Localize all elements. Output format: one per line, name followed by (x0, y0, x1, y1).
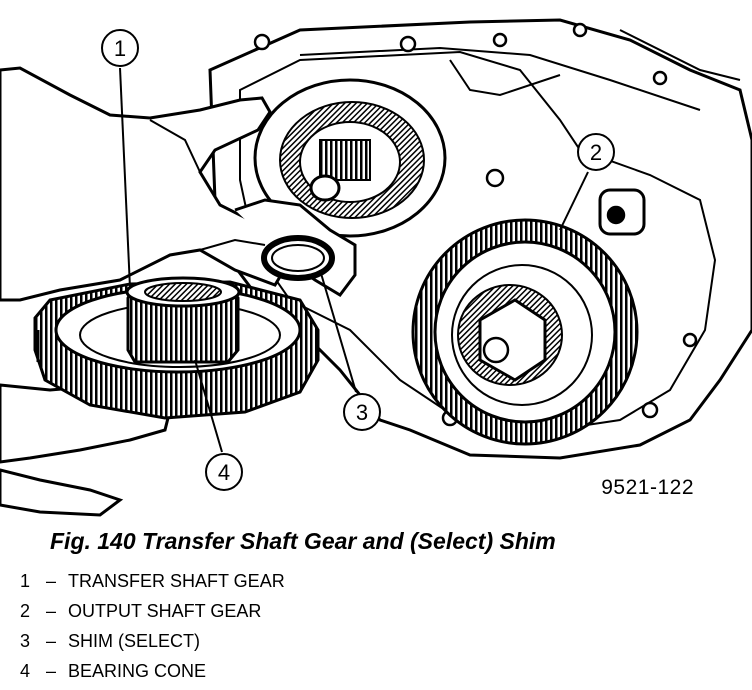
callout-1: 1 (101, 29, 139, 67)
legend-dash: – (45, 631, 56, 651)
legend-label: TRANSFER SHAFT GEAR (68, 571, 285, 591)
legend-item: 3–SHIM (SELECT) (20, 626, 285, 656)
callout-3: 3 (343, 393, 381, 431)
legend-label: SHIM (SELECT) (68, 631, 201, 651)
legend-item: 2–OUTPUT SHAFT GEAR (20, 596, 285, 626)
callout-4-label: 4 (218, 460, 230, 485)
legend: 1–TRANSFER SHAFT GEAR 2–OUTPUT SHAFT GEA… (20, 566, 285, 686)
legend-number: 1 (20, 571, 31, 591)
callout-3-label: 3 (356, 400, 368, 425)
callout-leaders (119, 67, 589, 453)
transmission-illustration: 1 2 3 4 (0, 18, 752, 517)
legend-number: 3 (20, 631, 31, 651)
legend-dash: – (45, 661, 56, 681)
legend-dash: – (45, 601, 56, 621)
legend-label: OUTPUT SHAFT GEAR (68, 601, 262, 621)
bearing-cone (125, 276, 241, 364)
callout-2-label: 2 (590, 140, 602, 165)
legend-number: 4 (20, 661, 31, 681)
legend-label: BEARING CONE (68, 661, 207, 681)
callout-1-label: 1 (114, 36, 126, 61)
transfer-shaft-bore (253, 78, 447, 238)
callout-2: 2 (577, 133, 615, 171)
case-bolts (253, 22, 698, 427)
legend-dash: – (45, 571, 56, 591)
figure-number: 9521-122 (601, 476, 694, 499)
select-shim (261, 235, 335, 281)
figure-caption: Fig. 140 Transfer Shaft Gear and (Select… (50, 528, 556, 554)
legend-number: 2 (20, 601, 31, 621)
callout-4: 4 (205, 453, 243, 491)
legend-item: 4–BEARING CONE (20, 656, 285, 686)
output-shaft-gear (411, 218, 639, 446)
legend-item: 1–TRANSFER SHAFT GEAR (20, 566, 285, 596)
